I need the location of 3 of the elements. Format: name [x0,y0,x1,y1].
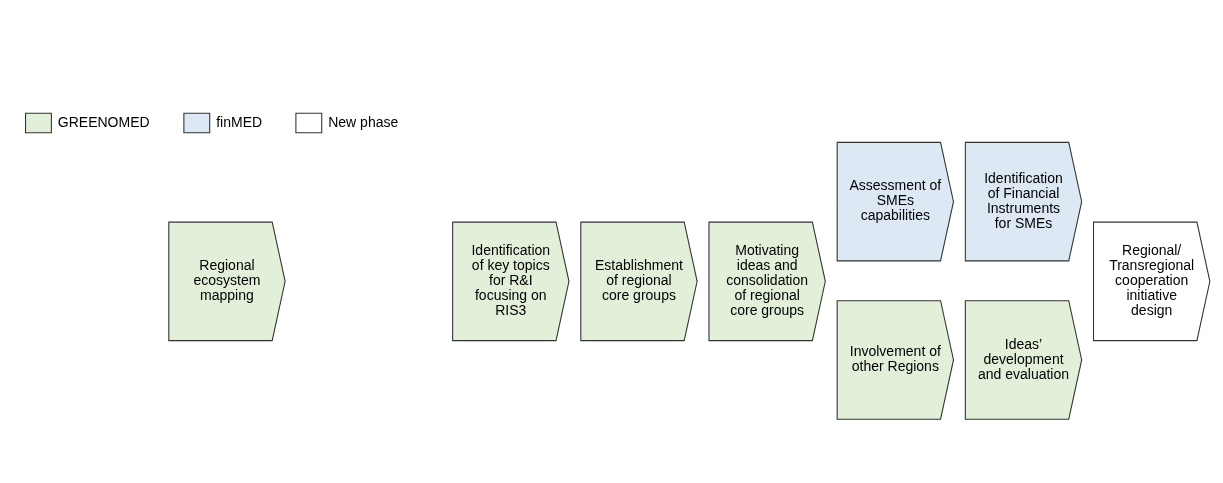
legend-label: GREENOMED [57,113,150,130]
legend-label: finMED [216,113,263,130]
legend-label: New phase [328,113,399,130]
